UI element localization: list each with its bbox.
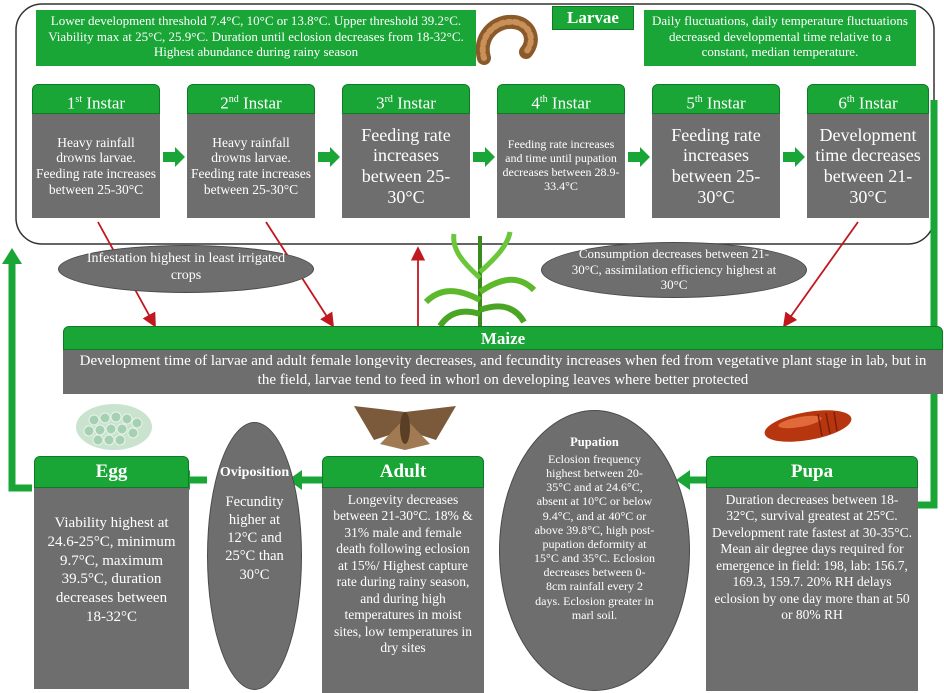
instar-1-text: Heavy rainfall drowns larvae. Feeding ra…: [32, 114, 160, 218]
oviposition-title: Oviposition: [208, 465, 301, 481]
larva-image: [476, 14, 538, 70]
instar-3-header: 3rd Instar: [342, 84, 470, 114]
pupation-oval: Pupation Eclosion frequency highest betw…: [499, 410, 690, 691]
maize-plant-image: [424, 230, 536, 330]
instar-1-header: 1st Instar: [32, 84, 160, 114]
oviposition-text: Fecundity higher at 12°C and 25°C than 3…: [208, 493, 301, 584]
larvae-thresholds-note: Lower development threshold 7.4°C, 10°C …: [36, 10, 476, 66]
consumption-oval: Consumption decreases between 21-30°C, a…: [541, 242, 807, 298]
instar-5-text: Feeding rate increases between 25-30°C: [652, 114, 780, 218]
instar-6-header: 6th Instar: [807, 84, 929, 114]
egg-cluster-image: [74, 402, 154, 452]
adult-title: Adult: [322, 456, 484, 488]
instar-4-text: Feeding rate increases and time until pu…: [497, 114, 625, 218]
instar-4-header: 4th Instar: [497, 84, 625, 114]
pupa-image: [760, 404, 856, 448]
egg-title: Egg: [34, 456, 189, 488]
maize-title: Maize: [63, 326, 943, 350]
pupation-title: Pupation: [500, 435, 689, 450]
infestation-oval: Infestation highest in least irrigated c…: [58, 245, 314, 293]
moth-image: [350, 400, 460, 456]
egg-text: Viability highest at 24.6-25°C, minimum …: [34, 488, 189, 689]
pupa-title: Pupa: [706, 456, 918, 488]
instar-6-text: Development time decreases between 21-30…: [807, 114, 929, 218]
instar-3-text: Feeding rate increases between 25-30°C: [342, 114, 470, 218]
maize-text: Development time of larvae and adult fem…: [63, 350, 943, 394]
adult-text: Longevity decreases between 21-30°C. 18%…: [322, 488, 484, 693]
instar-2-header: 2nd Instar: [187, 84, 315, 114]
oviposition-oval: Oviposition Fecundity higher at 12°C and…: [207, 422, 302, 690]
larvae-title: Larvae: [552, 6, 634, 30]
pupa-text: Duration decreases between 18-32°C, surv…: [706, 488, 918, 691]
instar-2-text: Heavy rainfall drowns larvae. Feeding ra…: [187, 114, 315, 218]
larvae-fluctuations-note: Daily fluctuations, daily temperature fl…: [644, 10, 916, 66]
instar-5-header: 5th Instar: [652, 84, 780, 114]
pupation-text: Eclosion frequency highest between 20-35…: [500, 452, 689, 622]
